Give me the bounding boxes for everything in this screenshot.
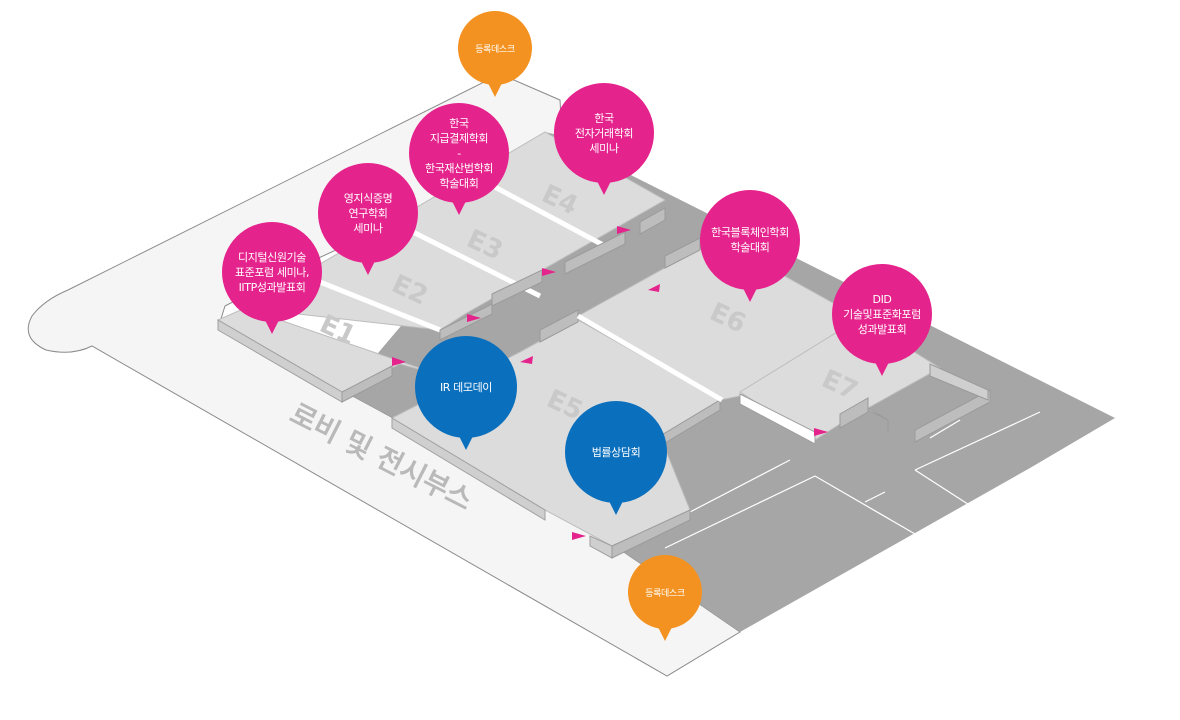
marker-line: 전자거래학회 — [574, 126, 634, 140]
marker-line: 디지털신원기술 — [237, 250, 307, 264]
marker-line: 표준포럼 세미나, — [234, 265, 310, 279]
marker-line: 등록데스크 — [475, 44, 515, 55]
booth-e4-wall — [564, 231, 626, 275]
event-marker-e1[interactable]: 디지털신원기술 표준포럼 세미나, IITP성과발표회 — [222, 222, 322, 334]
marker-line: 한국재산법학회 — [424, 161, 494, 175]
booth-e5-wall-3 — [611, 509, 691, 559]
event-marker-e6[interactable]: 한국블록체인학회 학술대회 — [700, 190, 800, 302]
ir-demo-day-marker[interactable]: IR 데모데이 — [415, 336, 517, 450]
marker-line: 한국블록체인학회 — [711, 226, 789, 239]
marker-line: 세미나 — [353, 221, 383, 235]
marker-line: 지급결제학회 — [429, 131, 489, 145]
booth-e2-e3-divider — [309, 275, 441, 333]
marker-line: 영지식증명 — [343, 191, 393, 205]
booth-e7-wall-left — [739, 393, 816, 445]
booth-e5-wall-4 — [539, 309, 579, 343]
marker-line: 한국 — [594, 111, 614, 125]
booth-e6-wall — [664, 237, 701, 269]
entrance-arrow-e1 — [392, 357, 406, 366]
booth-e7-wall — [839, 397, 869, 429]
marker-line: 성과발표회 — [857, 322, 907, 336]
entrance-arrow-e2 — [467, 314, 481, 322]
booth-e4-wall-end — [639, 207, 666, 235]
marker-line: 학술대회 — [439, 176, 479, 190]
event-marker-e3[interactable]: 한국 지급결제학회 - 한국재산법학회 학술대회 — [409, 103, 509, 215]
booth-e4-e5-divider — [476, 175, 607, 249]
entrance-arrows — [392, 226, 828, 540]
floor-lines — [664, 411, 1041, 549]
marker-line: 한국 — [449, 116, 469, 130]
entrance-arrow-e3 — [542, 268, 556, 276]
booth-e5-e6-divider — [576, 313, 724, 403]
marker-line: 연구학회 — [348, 206, 388, 220]
event-marker-e2[interactable]: 영지식증명 연구학회 세미나 — [318, 163, 418, 275]
booth-e1-wall-right — [341, 365, 393, 403]
marker-line: IITP성과발표회 — [238, 280, 306, 294]
marker-line: 학술대회 — [730, 241, 770, 254]
booth-e3-wall — [491, 269, 543, 307]
entrance-arrow-e6 — [648, 284, 660, 292]
legal-consultation-marker[interactable]: 법률상담회 — [565, 401, 667, 515]
registration-desk-bottom-marker[interactable]: 등록데스크 — [628, 555, 702, 641]
marker-line: 기술및표준화포럼 — [843, 307, 921, 321]
marker-line: DID — [872, 292, 892, 306]
marker-line: 등록데스크 — [645, 588, 685, 599]
booth-e7-wall-3 — [914, 389, 991, 443]
entrance-arrow-e5-lower — [572, 532, 586, 540]
event-marker-e4[interactable]: 한국 전자거래학회 세미나 — [554, 83, 654, 195]
booth-e2-wall — [439, 303, 493, 341]
booth-e7-wall-2 — [867, 398, 889, 432]
entrance-arrow-e7 — [814, 428, 828, 436]
booth-e7-wall-4 — [929, 363, 989, 401]
event-marker-e7[interactable]: DID 기술및표준화포럼 성과발표회 — [832, 264, 932, 376]
entrance-arrow-e5 — [520, 356, 533, 364]
marker-line: 법률상담회 — [591, 445, 641, 459]
marker-line: 세미나 — [589, 141, 619, 155]
booth-e5-wall — [391, 417, 546, 521]
entrance-arrow-e4 — [617, 226, 631, 234]
marker-line: IR 데모데이 — [439, 380, 493, 394]
marker-line: - — [457, 146, 461, 160]
registration-desk-top-marker[interactable]: 등록데스크 — [458, 11, 532, 97]
